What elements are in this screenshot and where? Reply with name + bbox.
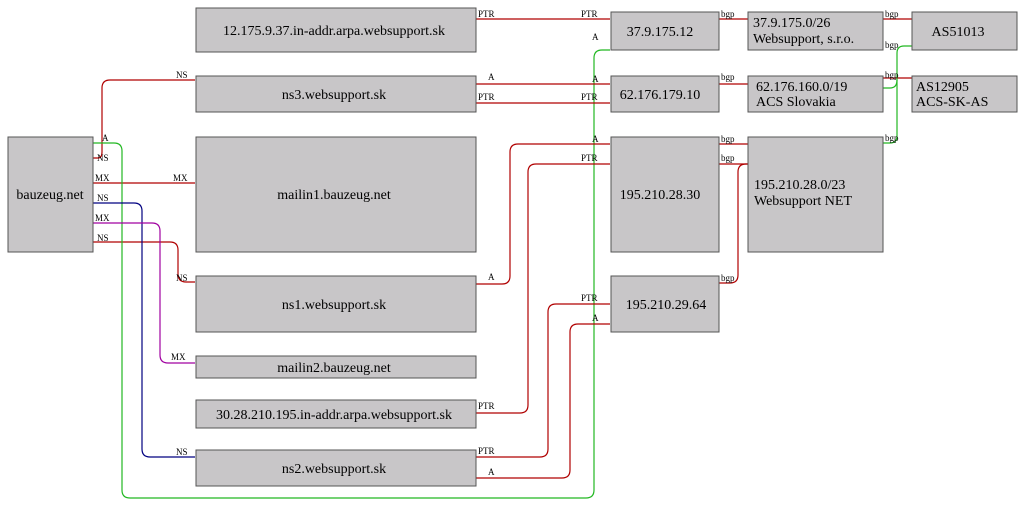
edge-label-a: A [488,467,495,477]
edge-label-ns: NS [176,273,188,283]
node-as-51013[interactable]: AS51013 [911,11,1018,51]
node-label-line2: ACS Slovakia [756,95,837,110]
node-label-line2: Websupport NET [754,194,852,209]
edge-net62b-as51013 [883,79,898,89]
edge-label-ptr: PTR [478,92,495,102]
node-label: 12.175.9.37.in-addr.arpa.websupport.sk [223,24,445,39]
edge-label-ptr: PTR [478,446,495,456]
edge-label-a: A [592,134,599,144]
node-ptr-12[interactable]: 12.175.9.37.in-addr.arpa.websupport.sk [195,7,477,53]
node-ns2[interactable]: ns2.websupport.sk [195,449,477,487]
node-label: 62.176.179.10 [620,88,701,103]
node-label-line1: 37.9.175.0/26 [753,16,830,31]
edge-label-bgp: bgp [721,153,735,163]
node-label: 30.28.210.195.in-addr.arpa.websupport.sk [216,408,452,423]
edge-label-ptr: PTR [478,9,495,19]
node-label-line1: AS12905 [916,80,969,95]
edge-label-mx: MX [95,173,110,183]
edge-bauzeug-ns3 [93,79,195,159]
edge-label-ns: NS [97,233,109,243]
node-as-12905[interactable]: AS12905 ACS-SK-AS [911,75,1018,113]
edge-label-ptr: PTR [581,9,598,19]
edge-net195-as51013 [883,45,912,144]
edge-label-bgp: bgp [885,9,899,19]
edge-label-bgp: bgp [885,70,899,80]
node-label: 195.210.28.30 [620,188,701,203]
edge-label-mx: MX [171,352,186,362]
node-label-line1: 195.210.28.0/23 [754,178,845,193]
edge-label-mx: MX [95,213,110,223]
edge-ns2-a-ip195-64 [476,323,610,479]
edge-ptr30-ip195-30 [476,163,610,414]
node-label: mailin1.bauzeug.net [277,188,391,203]
edge-bauzeug-ns1 [93,241,195,283]
edge-ns2-ptr-ip195-64 [476,303,610,458]
edge-label-ns: NS [97,153,109,163]
node-label-line2: ACS-SK-AS [916,95,988,110]
edge-label-ns: NS [97,193,109,203]
node-bauzeug[interactable]: bauzeug.net [7,136,94,253]
edge-label-bgp: bgp [721,72,735,82]
node-ip-62[interactable]: 62.176.179.10 [610,75,720,113]
edge-label-bgp: bgp [885,40,899,50]
edge-bauzeug-ns2 [93,202,195,458]
node-net-195[interactable]: 195.210.28.0/23 Websupport NET [747,136,884,253]
edge-label-bgp: bgp [721,273,735,283]
node-mailin2[interactable]: mailin2.bauzeug.net [195,355,477,379]
edge-label-mx: MX [173,173,188,183]
node-ip-195-30[interactable]: 195.210.28.30 [610,136,720,253]
edge-label-a: A [102,133,109,143]
node-label: 195.210.29.64 [626,298,707,313]
node-label: 37.9.175.12 [627,25,694,40]
node-label: mailin2.bauzeug.net [277,361,391,376]
node-label-line2: Websupport, s.r.o. [753,32,854,47]
node-label: AS51013 [932,25,985,40]
edge-label-a: A [592,32,599,42]
node-net-62[interactable]: 62.176.160.0/19 ACS Slovakia [747,75,884,113]
node-label: bauzeug.net [16,188,83,203]
edge-label-ptr: PTR [478,401,495,411]
node-ns1[interactable]: ns1.websupport.sk [195,275,477,333]
edge-label-bgp: bgp [721,9,735,19]
node-net-37[interactable]: 37.9.175.0/26 Websupport, s.r.o. [747,11,884,51]
edge-label-bgp: bgp [885,133,899,143]
edge-ns1-a-ip195-30 [476,143,610,285]
edge-label-a: A [592,313,599,323]
edge-label-a: A [592,74,599,84]
node-label: ns2.websupport.sk [282,462,386,477]
edge-label-a: A [488,72,495,82]
node-label: ns3.websupport.sk [282,88,386,103]
node-ip-195-64[interactable]: 195.210.29.64 [610,275,720,333]
edge-label-a: A [488,272,495,282]
node-label-line1: 62.176.160.0/19 [756,80,847,95]
edge-label-ns: NS [176,70,188,80]
edge-label-ptr: PTR [581,293,598,303]
edge-label-ns: NS [176,447,188,457]
node-mailin1[interactable]: mailin1.bauzeug.net [195,136,477,253]
edge-label-ptr: PTR [581,92,598,102]
node-ptr-30[interactable]: 30.28.210.195.in-addr.arpa.websupport.sk [195,399,477,429]
node-ip-37[interactable]: 37.9.175.12 [610,11,720,51]
edge-ip195-64-net195 [719,163,748,284]
edge-bauzeug-a-ip37 [93,49,610,499]
node-ns3[interactable]: ns3.websupport.sk [195,75,477,113]
edge-label-ptr: PTR [581,153,598,163]
node-label: ns1.websupport.sk [282,298,386,313]
edge-bauzeug-mailin2 [93,222,195,364]
edge-label-bgp: bgp [721,134,735,144]
